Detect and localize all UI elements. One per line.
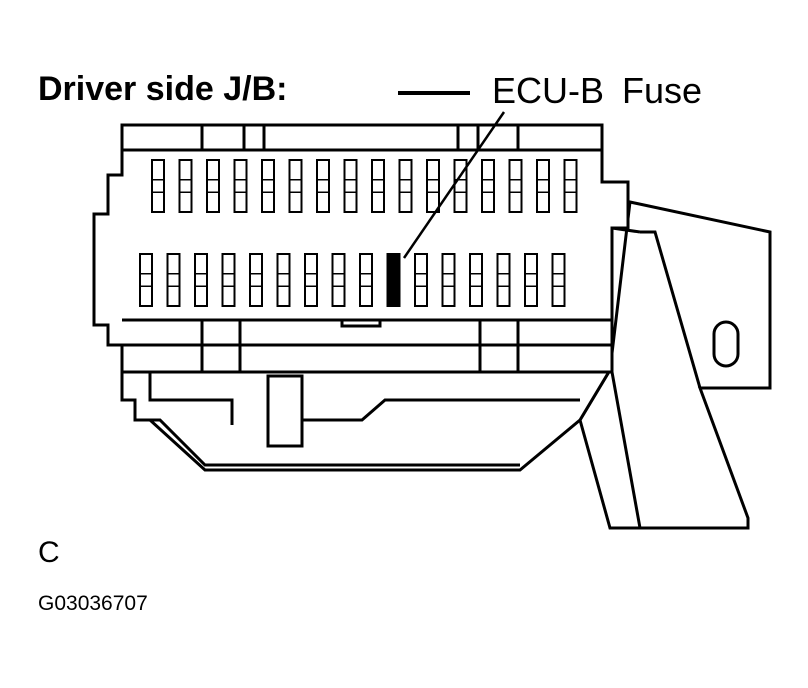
lower-fuse-11: [414, 253, 428, 307]
lower-fuse-16: [551, 253, 566, 307]
upper-fuse-row: [151, 159, 578, 213]
upper-fuse-8: [343, 159, 358, 213]
lower-fuse-7: [304, 253, 318, 307]
lower-fuse-9: [359, 253, 373, 307]
top-tab-mid: [242, 123, 266, 150]
lower-housing-outline: [150, 418, 520, 467]
upper-fuse-3: [206, 159, 220, 213]
latch-notch: [340, 320, 382, 328]
upper-fuse-6: [288, 159, 303, 213]
side-wall: [611, 226, 641, 234]
view-letter: C: [38, 536, 60, 569]
lower-fuse-5: [249, 253, 263, 307]
lower-fuse-13: [469, 253, 483, 307]
upper-fuse-14: [508, 159, 523, 213]
upper-fuse-1: [151, 159, 165, 213]
upper-fuse-5: [261, 159, 275, 213]
upper-fuse-10: [398, 159, 413, 213]
lower-fuse-1: [139, 253, 153, 307]
lower-step: [148, 372, 234, 425]
upper-fuse-15: [536, 159, 550, 213]
upper-fuse-11: [426, 159, 440, 213]
lower-post: [266, 374, 304, 448]
junction-block-title: Driver side J/B:: [38, 70, 288, 108]
lower-ramp: [302, 398, 580, 422]
lower-fuse-12: [441, 253, 456, 307]
upper-fuse-4: [233, 159, 248, 213]
mounting-hole: [712, 320, 740, 368]
lower-fuse-3: [194, 253, 208, 307]
side-panel: [640, 230, 702, 389]
lower-fuse-2: [166, 253, 181, 307]
upper-fuse-9: [371, 159, 385, 213]
lower-fuse-6: [276, 253, 291, 307]
lower-fuse-row: [139, 253, 566, 307]
callout-leader-line: [402, 111, 506, 259]
lower-fuse-15: [524, 253, 538, 307]
figure-code: G03036707: [38, 592, 148, 615]
ecu-b-fuse: [386, 253, 401, 307]
lower-fuse-14: [496, 253, 511, 307]
ecu-b-fuse-label: ECU-B Fuse: [492, 70, 703, 111]
upper-fuse-13: [481, 159, 495, 213]
upper-fuse-16: [563, 159, 578, 213]
side-panel-inner: [610, 228, 642, 529]
upper-fuse-7: [316, 159, 330, 213]
lower-fuse-4: [221, 253, 236, 307]
upper-fuse-2: [178, 159, 193, 213]
lower-fuse-8: [331, 253, 346, 307]
